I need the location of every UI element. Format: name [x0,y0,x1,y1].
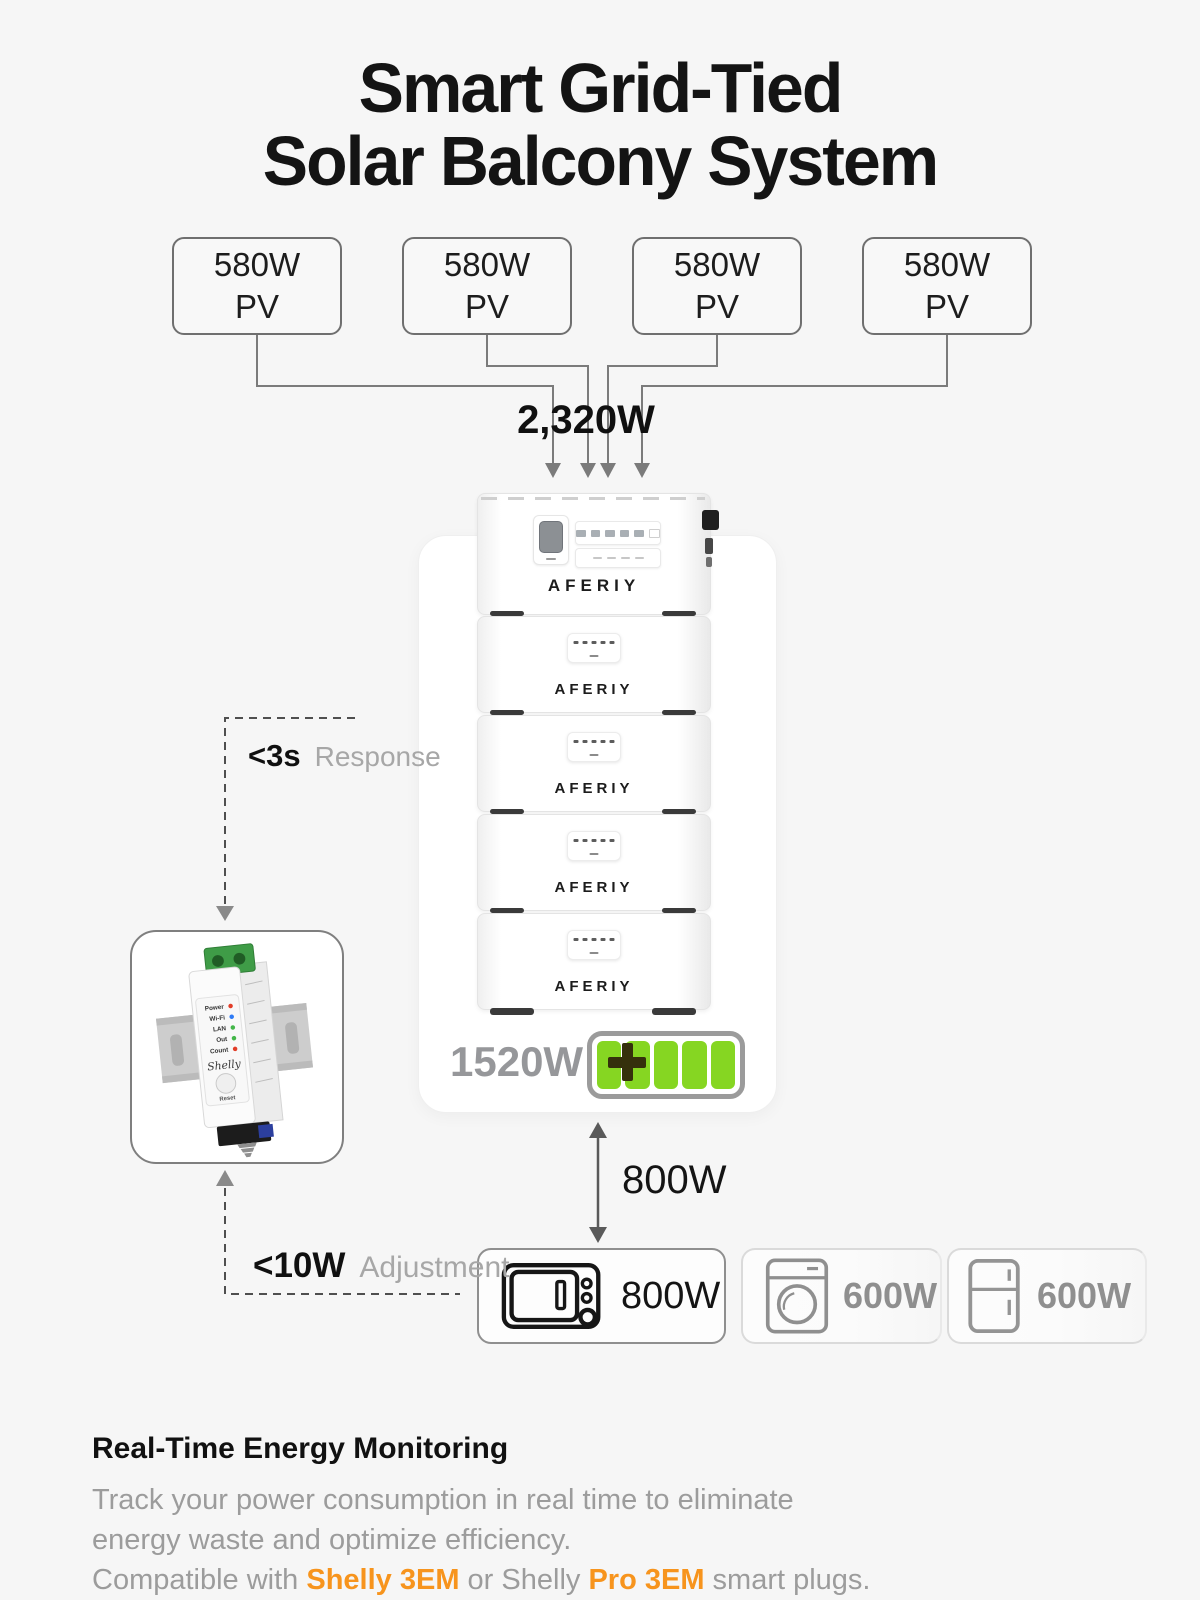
pv-input-arrows [545,463,650,478]
svg-text:Out: Out [216,1036,228,1044]
battery-module: AFERIY [477,715,711,812]
pv-type: PV [234,288,280,325]
svg-text:Count: Count [210,1047,230,1056]
footer-text: Real-Time Energy Monitoring Track your p… [92,1432,1092,1600]
svg-text:Power: Power [204,1004,224,1013]
module-connector-panel [567,930,621,960]
pv-panel-box: 580W PV [172,237,342,335]
svg-text:Wi-Fi: Wi-Fi [209,1014,225,1023]
brand-logo: AFERIY [554,780,634,797]
module-connector-panel [567,732,621,762]
response-value: <3s [248,738,301,773]
pv-type: PV [924,288,970,325]
title-line-2: Solar Balcony System [262,122,939,200]
module-connector-panel [567,633,621,663]
shelly-pro-3em-highlight: Pro 3EM [588,1564,705,1596]
wifi-led [229,1014,234,1019]
footer-line-1: Track your power consumption in real tim… [92,1484,794,1516]
pv-power: 580W [443,246,531,283]
brand-logo: AFERIY [554,681,634,698]
shelly-logo: Shelly [207,1057,243,1074]
footer-line-2: energy waste and optimize efficiency. [92,1524,572,1556]
battery-module: AFERIY [477,616,711,713]
reset-button [215,1073,237,1094]
appliance-microwave: 800W [477,1248,726,1344]
count-led [232,1046,238,1052]
adjustment-value: <10W [253,1246,346,1285]
lan-led [230,1025,236,1030]
appliance-power: 600W [843,1275,938,1316]
page-title: Smart Grid-Tied Solar Balcony System [0,52,1200,198]
microwave-icon [501,1263,601,1329]
title-line-1: Smart Grid-Tied [358,49,844,127]
inverter-display-panel [533,515,569,565]
pv-panel-box: 580W PV [862,237,1032,335]
storage-power: 1520W [450,1038,584,1085]
pv-type: PV [694,288,740,325]
inverter-unit: AFERIY [477,493,711,615]
arrow-down-to-meter [216,906,234,921]
inverter-vents [481,497,705,500]
pv-type: PV [464,288,510,325]
appliance-refrigerator: 600W [947,1248,1147,1344]
svg-text:LAN: LAN [213,1025,227,1033]
power-led [228,1003,233,1009]
pv-panel-box: 580W PV [402,237,572,335]
appliance-power: 800W [621,1274,721,1317]
pv-panel-box: 580W PV [632,237,802,335]
out-led [231,1035,237,1041]
inverter-knob [702,510,719,530]
appliance-power: 600W [1037,1275,1132,1316]
footer-heading: Real-Time Energy Monitoring [92,1432,509,1465]
charge-plus-icon [608,1043,646,1081]
refrigerator-icon [968,1258,1020,1334]
svg-text:Reset: Reset [219,1095,236,1103]
shelly-meter-box: Power Wi-Fi LAN Out Count Shelly Reset [130,930,344,1164]
pv-power: 580W [903,246,991,283]
shelly-meter-illustration: Power Wi-Fi LAN Out Count Shelly Reset [155,943,313,1158]
total-pv-input: 2,320W [517,398,655,442]
module-connector-panel [567,831,621,861]
footer-line-3: Compatible with Shelly 3EM or Shelly Pro… [92,1564,871,1596]
inverter-screen [539,521,563,553]
washing-machine-icon [765,1258,829,1334]
inverter-info-panel [575,548,661,568]
inverter-port-panel [575,521,661,545]
shelly-3em-highlight: Shelly 3EM [306,1564,460,1596]
pv-power: 580W [673,246,761,283]
pv-power: 580W [213,246,301,283]
battery-module: AFERIY [477,913,711,1010]
brand-logo: AFERIY [554,978,634,995]
output-power: 800W [622,1158,727,1202]
brand-logo: AFERIY [547,576,641,595]
arrow-up-to-meter [216,1170,234,1186]
battery-module: AFERIY [477,814,711,911]
brand-logo: AFERIY [554,879,634,896]
appliance-washing-machine: 600W [741,1248,942,1344]
